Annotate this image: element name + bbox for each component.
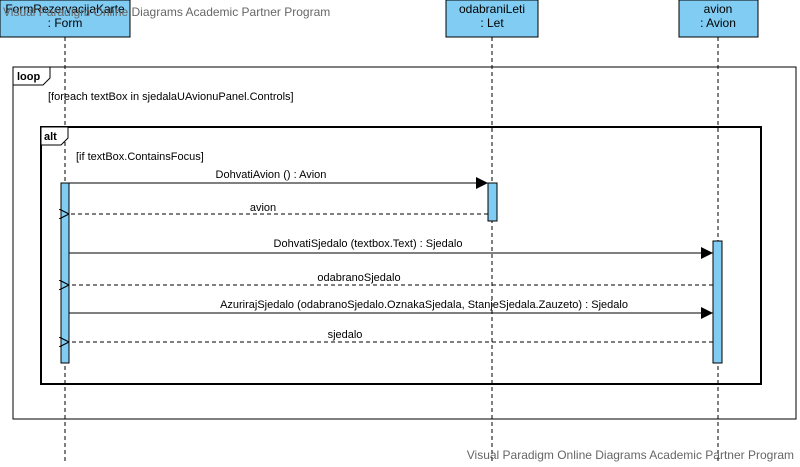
loop-fragment[interactable]: loop [foreach textBox in sjedalaUAvionuP… (12, 66, 797, 420)
message-return-sjedalo[interactable]: sjedalo (69, 329, 713, 342)
lifeline-head-let[interactable]: odabraniLeti : Let (445, 0, 539, 38)
alt-operator: alt (44, 131, 57, 143)
lifeline-type-let: : Let (480, 16, 504, 30)
alt-guard: [if textBox.ContainsFocus] (76, 151, 204, 163)
lifeline-name-let: odabraniLeti (459, 2, 525, 16)
loop-operator: loop (17, 71, 40, 83)
loop-guard: [foreach textBox in sjedalaUAvionuPanel.… (48, 91, 294, 103)
message-azuriraj-sjedalo[interactable]: AzurirajSjedalo (odabranoSjedalo.OznakaS… (69, 299, 713, 319)
activation-avion[interactable] (712, 240, 723, 364)
message-label: DohvatiSjedalo (textbox.Text) : Sjedalo (274, 238, 463, 250)
message-return-avion[interactable]: avion (69, 202, 488, 214)
message-label: AzurirajSjedalo (odabranoSjedalo.OznakaS… (220, 299, 628, 311)
activation-let[interactable] (487, 182, 498, 222)
message-dohvati-avion[interactable]: DohvatiAvion () : Avion (69, 169, 488, 189)
watermark-top: Visual Paradigm Online Diagrams Academic… (3, 5, 330, 19)
lifeline-head-avion[interactable]: avion : Avion (678, 0, 759, 38)
watermark-bottom: Visual Paradigm Online Diagrams Academic… (467, 448, 794, 462)
lifeline-name-form: FormRezervacijaKarte (5, 2, 125, 16)
lifeline-type-avion: : Avion (700, 16, 736, 30)
message-label: avion (250, 202, 276, 214)
message-dohvati-sjedalo[interactable]: DohvatiSjedalo (textbox.Text) : Sjedalo (69, 238, 713, 259)
message-label: DohvatiAvion () : Avion (216, 169, 327, 181)
alt-fragment[interactable]: alt [if textBox.ContainsFocus] (40, 126, 762, 385)
message-return-odabrano-sjedalo[interactable]: odabranoSjedalo (69, 272, 713, 285)
message-label: odabranoSjedalo (317, 272, 400, 284)
lifeline-head-form[interactable]: FormRezervacijaKarte : Form (0, 0, 131, 38)
lifeline-name-avion: avion (704, 2, 733, 16)
activation-form[interactable] (60, 182, 70, 364)
lifeline-type-form: : Form (48, 16, 83, 30)
message-label: sjedalo (328, 329, 363, 341)
